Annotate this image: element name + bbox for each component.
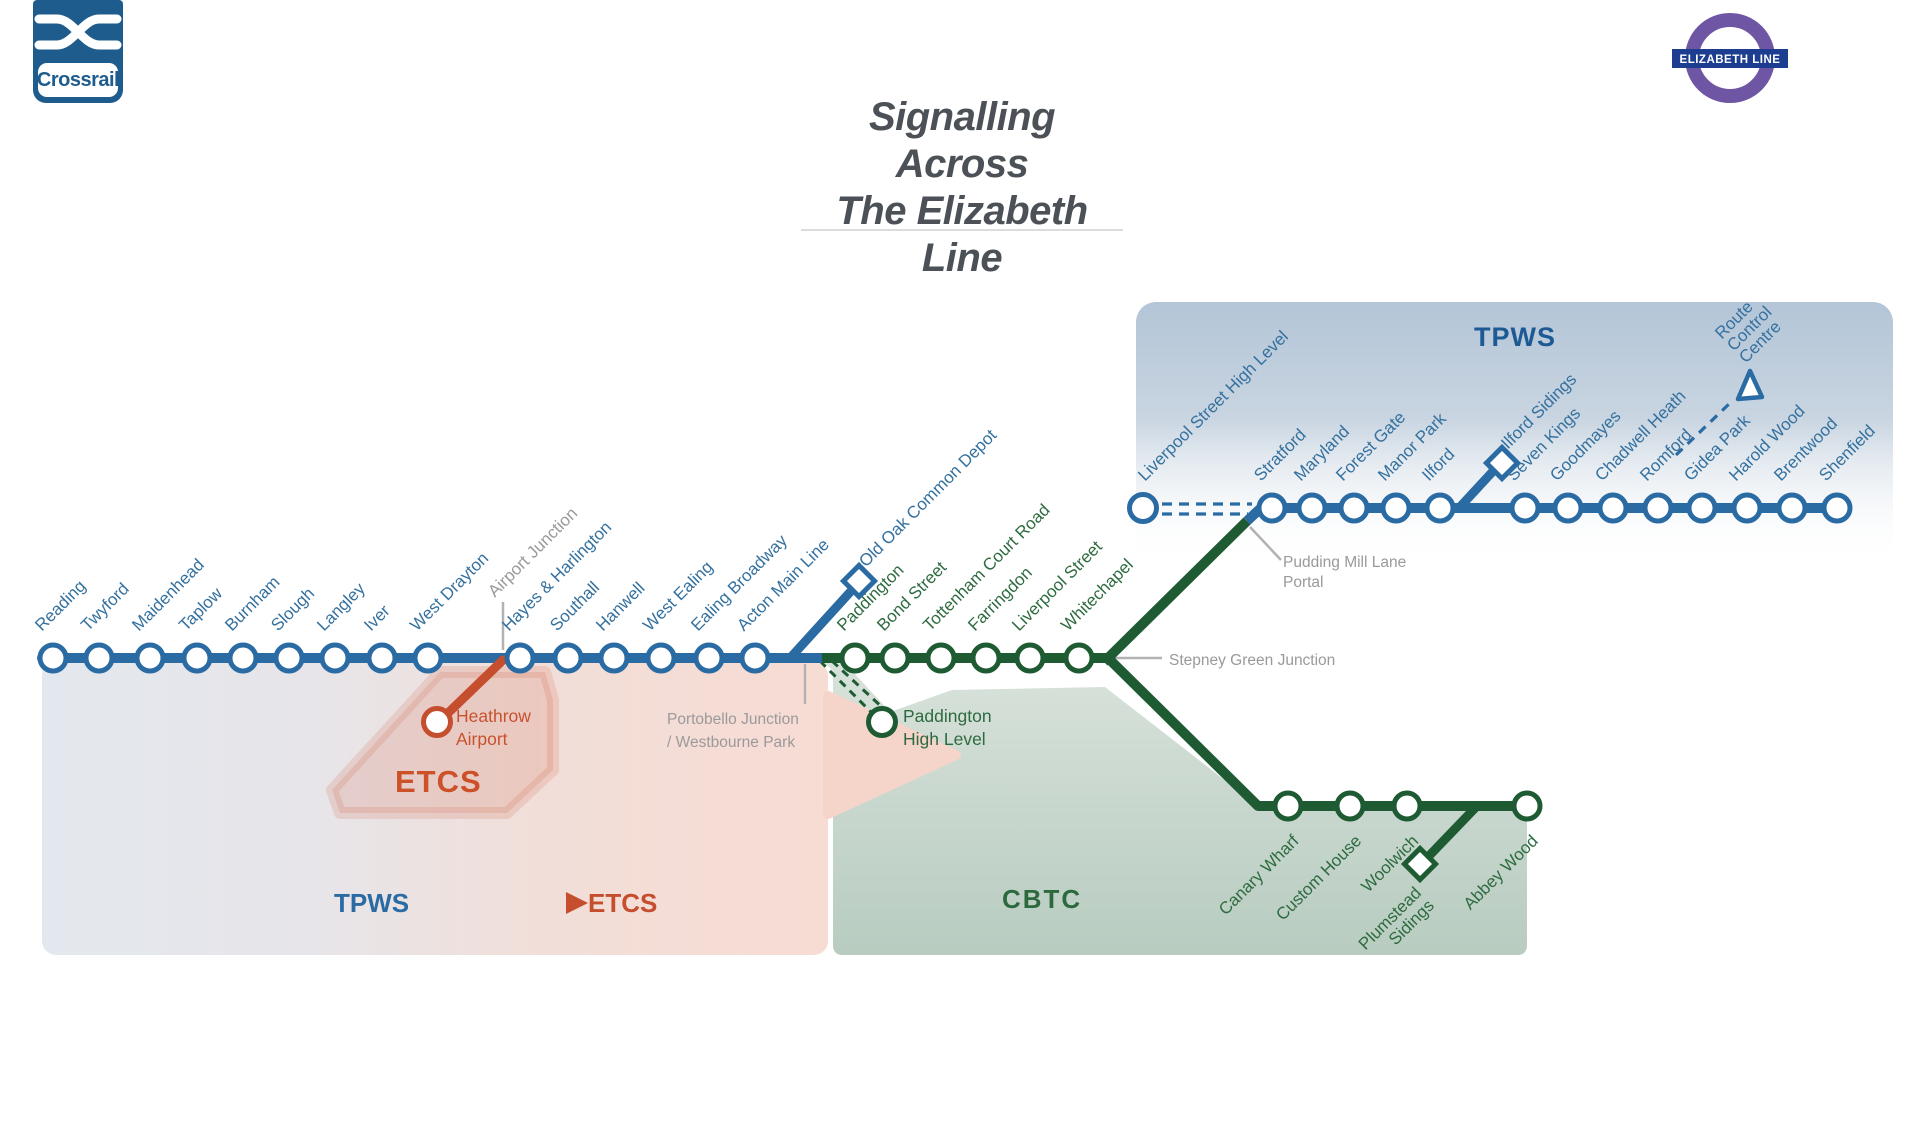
station-marker-southall xyxy=(552,642,584,674)
label-pudding-mill-lane-portal: Pudding Mill Lane Portal xyxy=(1283,553,1406,593)
title-line-2: The Elizabeth Line xyxy=(836,189,1088,280)
station-marker-burnham xyxy=(227,642,259,674)
heathrow-line1: Heathrow xyxy=(456,706,531,726)
station-marker-liverpool-street-high-level xyxy=(1127,492,1159,524)
station-marker-manor-park xyxy=(1380,492,1412,524)
elizabeth-line-roundel-icon: ELIZABETH LINE xyxy=(1672,13,1788,103)
zone-title-tpws: TPWS xyxy=(1474,322,1556,352)
zone-etcs-hexagon xyxy=(326,666,559,819)
station-marker-iver xyxy=(366,642,398,674)
depot-marker-old-oak-common xyxy=(839,561,879,601)
station-marker-harold-wood xyxy=(1731,492,1763,524)
crossrail-logo: Crossrail xyxy=(33,0,123,103)
station-marker-liverpool-street xyxy=(1014,642,1046,674)
station-marker-maidenhead xyxy=(134,642,166,674)
station-marker-reading xyxy=(37,642,69,674)
station-marker-abbey-wood xyxy=(1511,790,1543,822)
title-underline xyxy=(801,229,1123,231)
zone-cbtc-green xyxy=(822,660,1527,955)
station-marker-langley xyxy=(319,642,351,674)
zone-west-gradient-box xyxy=(42,662,828,955)
paddington-hl-line2: High Level xyxy=(903,729,986,749)
zone-title-etcs: ETCS xyxy=(395,764,482,799)
paddington-hl-dashed-link-right xyxy=(830,659,886,711)
depot-marker-plumstead-sidings xyxy=(1400,844,1440,884)
roundel-text: ELIZABETH LINE xyxy=(1680,54,1781,66)
station-marker-west-ealing xyxy=(645,642,677,674)
portobello-line2: / Westbourne Park xyxy=(667,734,796,751)
route-control-centre-triangle xyxy=(1735,368,1765,402)
station-marker-canary-wharf xyxy=(1272,790,1304,822)
legend-arrow-head xyxy=(566,892,588,914)
label-paddington-high-level: Paddington High Level xyxy=(903,705,992,751)
station-marker-brentwood xyxy=(1776,492,1808,524)
branch-heathrow-red xyxy=(442,655,508,719)
station-marker-hayes-harlington xyxy=(504,642,536,674)
zone-title-cbtc: CBTC xyxy=(1002,884,1083,914)
branch-old-oak-depot xyxy=(788,586,856,660)
paddington-hl-dashed-link-left xyxy=(818,659,876,717)
branch-ilford-sidings xyxy=(1455,464,1500,512)
station-marker-slough xyxy=(273,642,305,674)
line-stepney-to-stratford-green xyxy=(1100,517,1251,666)
station-marker-ealing-broadway xyxy=(693,642,725,674)
station-marker-maryland xyxy=(1296,492,1328,524)
station-marker-custom-house xyxy=(1334,790,1366,822)
station-marker-shenfield xyxy=(1821,492,1853,524)
branch-plumstead-sidings xyxy=(1423,802,1481,862)
station-marker-taplow xyxy=(181,642,213,674)
station-marker-west-drayton xyxy=(412,642,444,674)
station-marker-ilford xyxy=(1424,492,1456,524)
station-marker-acton-main-line xyxy=(739,642,771,674)
pudding-line2: Portal xyxy=(1283,574,1324,591)
station-marker-tottenham-court-road xyxy=(925,642,957,674)
station-marker-gidea-park xyxy=(1686,492,1718,524)
pudding-line1: Pudding Mill Lane xyxy=(1283,554,1407,571)
junction-callout-lines xyxy=(501,526,1282,704)
label-portobello-junction: Portobello Junction / Westbourne Park xyxy=(667,708,799,754)
label-heathrow-airport: Heathrow Airport xyxy=(456,705,531,751)
station-marker-romford xyxy=(1642,492,1674,524)
crossrail-swoosh-icon xyxy=(34,14,122,50)
station-marker-whitechapel xyxy=(1063,642,1095,674)
route-control-dashed-link xyxy=(1674,401,1732,457)
station-marker-woolwich xyxy=(1391,790,1423,822)
pudding-mill-tick xyxy=(1249,526,1282,561)
station-marker-farringdon xyxy=(970,642,1002,674)
page-title: Signalling Across The Elizabeth Line xyxy=(797,94,1127,282)
paddington-hl-line1: Paddington xyxy=(903,706,992,726)
station-marker-heathrow-airport xyxy=(421,706,453,738)
station-marker-forest-gate xyxy=(1338,492,1370,524)
line-southeast-green xyxy=(1104,654,1527,811)
station-marker-bond-street xyxy=(879,642,911,674)
label-stepney-green-junction: Stepney Green Junction xyxy=(1169,652,1336,669)
station-marker-seven-kings xyxy=(1509,492,1541,524)
station-marker-chadwell-heath xyxy=(1597,492,1629,524)
heathrow-line2: Airport xyxy=(456,729,508,749)
station-marker-twyford xyxy=(83,642,115,674)
station-marker-goodmayes xyxy=(1552,492,1584,524)
portobello-line1: Portobello Junction xyxy=(667,711,799,728)
station-marker-paddington-high-level xyxy=(866,706,898,738)
title-line-1: Signalling Across xyxy=(868,95,1056,186)
crossrail-wordmark: Crossrail xyxy=(37,63,120,97)
legend-to-label: ETCS xyxy=(588,888,658,918)
station-circles-layer xyxy=(37,492,1853,822)
legend-from-label: TPWS xyxy=(334,888,410,918)
depot-marker-ilford-sidings xyxy=(1482,443,1522,483)
station-marker-hanwell xyxy=(598,642,630,674)
station-marker-stratford xyxy=(1256,492,1288,524)
station-marker-paddington xyxy=(839,642,871,674)
